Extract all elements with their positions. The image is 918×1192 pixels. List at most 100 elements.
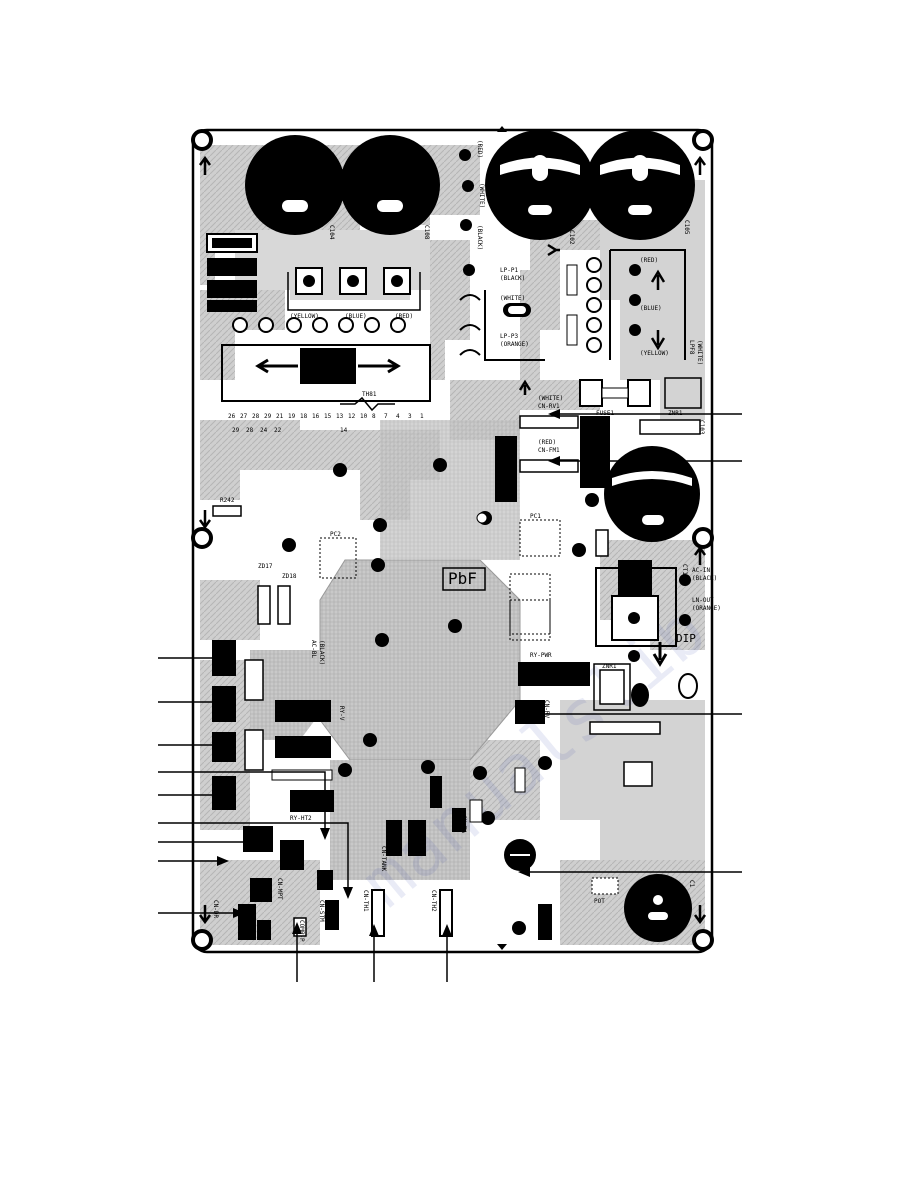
fiducial-top xyxy=(497,126,507,132)
lp-connectors: LP-P1 (BLACK) (WHITE) LP-P3 (ORANGE) xyxy=(459,264,545,361)
p-label: (BLACK) xyxy=(476,225,483,250)
capacitor-ref: C103 xyxy=(698,420,705,435)
board-label: 12 xyxy=(348,413,356,420)
board-label: CN-TH1 xyxy=(362,890,369,912)
board-label: CN-TANK xyxy=(380,846,387,872)
board-label: 26 xyxy=(228,413,236,420)
board-label: (YELLOW) xyxy=(640,350,669,357)
board-label: 4 xyxy=(396,413,400,420)
board-label: 10 xyxy=(360,413,368,420)
thermistor-th81: TH81 xyxy=(340,391,395,412)
transformer-ct1: CT1 AC-IN (BLACK) LN-OUT (ORANGE) DIP xyxy=(595,560,721,667)
fiducial-bottom xyxy=(497,944,507,950)
relay-pwr: RY-PWR ZNR1 xyxy=(515,652,698,735)
board-label: ZD18 xyxy=(282,573,297,580)
u-label: (YELLOW) xyxy=(290,313,319,320)
power-module xyxy=(221,344,431,402)
pin-numbers: 26 27 28 29 21 19 18 16 15 13 12 10 8 7 … xyxy=(228,413,424,434)
board-label: (BLACK) xyxy=(500,275,525,282)
board-label: (BLUE) xyxy=(640,305,662,312)
board-label: ZD17 xyxy=(258,563,273,570)
board-label: CN-DR xyxy=(212,900,219,918)
board-label: 22 xyxy=(274,427,282,434)
board-label: PC2 xyxy=(330,531,341,538)
capacitor-ref: C102 xyxy=(568,230,575,245)
board-label: 14 xyxy=(340,427,348,434)
board-label: 24 xyxy=(260,427,268,434)
board-label: (BLACK) xyxy=(692,575,717,582)
v-label: (BLUE) xyxy=(345,313,367,320)
board-label: R242 xyxy=(220,497,235,504)
board-label: 21 xyxy=(276,413,284,420)
fm-connectors: (WHITE) CN-RV1 (RED) CN-FM1 xyxy=(495,395,701,502)
board-label: CN-RV xyxy=(543,700,550,718)
board-label: PbF xyxy=(448,569,477,588)
capacitor-c104: C104 xyxy=(245,135,345,240)
board-label: (BLACK) xyxy=(318,640,325,665)
pad-row xyxy=(232,317,406,333)
board-label: CN-MPT xyxy=(276,878,283,900)
board-label: 28 xyxy=(252,413,260,420)
board-label: RY-PWR xyxy=(530,652,552,659)
n-label: (WHITE) xyxy=(478,183,485,208)
board-label: TH81 xyxy=(362,391,377,398)
board-label: RY-HT2 xyxy=(290,815,312,822)
board-label: RY-V xyxy=(338,706,345,721)
board-label: PC1 xyxy=(530,513,541,520)
board-label: 3 xyxy=(408,413,412,420)
board-label: (RED) xyxy=(640,257,658,264)
board-label: POT xyxy=(594,898,605,905)
board-label: 13 xyxy=(336,413,344,420)
capacitor-c1: C1 xyxy=(624,874,695,942)
board-label: (WHITE) xyxy=(500,295,525,302)
board-label: COMP-P xyxy=(298,920,305,942)
board-label: 8 xyxy=(372,413,376,420)
board-label: 16 xyxy=(312,413,320,420)
board-label: 19 xyxy=(288,413,296,420)
board-label: ZNR1 xyxy=(602,663,617,670)
board-label: 29 xyxy=(264,413,272,420)
board-label: 28 xyxy=(246,427,254,434)
board-label: 18 xyxy=(300,413,308,420)
capacitor-c105: C105 xyxy=(585,130,695,240)
capacitor-ref: C108 xyxy=(423,225,430,240)
board-label: DIP xyxy=(676,632,696,645)
board-label: (RED) xyxy=(538,439,556,446)
board-label: CN-TH2 xyxy=(430,890,437,912)
board-label: (WHITE) xyxy=(696,340,703,365)
board-label: CN-RV1 xyxy=(538,403,560,410)
board-label: AC-IN xyxy=(692,567,710,574)
capacitor-ref: C1 xyxy=(688,880,695,888)
callout-lines xyxy=(158,413,742,982)
resistor-bank xyxy=(206,233,258,312)
board-label: AC-BL xyxy=(310,640,317,658)
board-label: LN-OUT xyxy=(692,597,714,604)
board-label: (ORANGE) xyxy=(500,341,529,348)
board-label: (WHITE) xyxy=(538,395,563,402)
w-label: (RED) xyxy=(395,313,413,320)
board-label: 1 xyxy=(420,413,424,420)
board-label: 7 xyxy=(384,413,388,420)
board-label: 15 xyxy=(324,413,332,420)
capacitor-ref: C105 xyxy=(683,220,690,235)
board-label: LPF8 xyxy=(688,340,695,355)
board-label: LP-P3 xyxy=(500,333,518,340)
drive-label: (RED) xyxy=(476,140,483,158)
line-filter: (YELLOW) (RED) (BLUE) LPF8 (WHITE) xyxy=(547,243,703,365)
board-label: CT1 xyxy=(681,564,688,575)
capacitor-c102: C102 xyxy=(485,130,595,245)
callout-arrowheads xyxy=(217,409,560,936)
capacitor-c108: C108 xyxy=(340,135,440,240)
uvw-terminals: (YELLOW) (BLUE) (RED) xyxy=(287,267,421,320)
capacitor-ref: C104 xyxy=(328,225,335,240)
board-label: LP-P1 xyxy=(500,267,518,274)
lower-left-connectors: POT CN-TANK CN-TA CN-TH1 CN-TH2 CN-STM C… xyxy=(212,700,653,942)
board-label: CN-FM1 xyxy=(538,447,560,454)
board-label: (ORANGE) xyxy=(692,605,721,612)
capacitor-c103: C103 xyxy=(604,420,705,542)
board-label: CN-TA xyxy=(460,815,467,833)
board-label: 29 xyxy=(232,427,240,434)
small-components: R242 ZD17 ZD18 PC1 PC2 PbF xyxy=(212,458,609,935)
